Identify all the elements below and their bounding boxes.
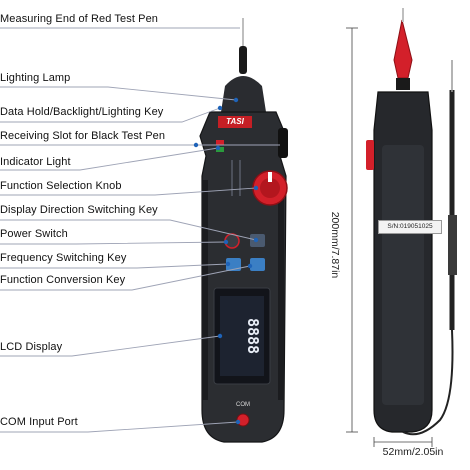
leader-data-hold <box>0 107 221 123</box>
label-com-port: COM Input Port <box>0 416 78 428</box>
leader-lines <box>0 27 280 433</box>
indicator-light-red <box>216 140 224 145</box>
dot-slot <box>193 142 199 148</box>
device-head <box>221 76 266 112</box>
red-probe-cap <box>393 19 413 79</box>
device-body <box>199 111 287 443</box>
leader-conversion <box>0 265 251 291</box>
indicator-light-green <box>216 147 224 152</box>
label-frequency-key: Frequency Switching Key <box>0 252 127 264</box>
label-data-hold: Data Hold/Backlight/Lighting Key <box>0 106 164 118</box>
lcd-screen <box>220 296 264 376</box>
function-conversion-button <box>250 258 265 271</box>
label-display-direction: Display Direction Switching Key <box>0 204 158 216</box>
label-lcd-display: LCD Display <box>0 341 63 353</box>
dot-power <box>223 239 229 245</box>
label-receiving-slot: Receiving Slot for Black Test Pen <box>0 130 166 142</box>
width-dimension-label: 52mm/2.05in <box>382 446 444 458</box>
label-indicator-light: Indicator Light <box>0 156 71 168</box>
label-function-knob: Function Selection Knob <box>0 180 122 192</box>
label-power-switch: Power Switch <box>0 228 68 240</box>
label-lighting-lamp: Lighting Lamp <box>0 72 71 84</box>
frequency-button <box>226 258 241 271</box>
height-dimension-label: 200mm/7.87in <box>329 211 341 279</box>
knob-center <box>260 178 280 198</box>
dot-frequency <box>225 261 231 267</box>
leader-lighting-lamp <box>0 86 237 101</box>
brand-logo: TASI <box>218 116 252 128</box>
dot-knob <box>253 185 259 191</box>
lcd-digits: 8888 <box>244 318 262 354</box>
serial-number: S/N:019051025 <box>378 220 442 234</box>
knob-pointer <box>268 172 272 182</box>
leader-frequency <box>0 263 229 269</box>
com-label: COM <box>236 402 250 408</box>
dot-display-direction <box>253 237 259 243</box>
leader-display-direction <box>0 219 257 241</box>
left-grip <box>202 180 208 400</box>
dot-indicator <box>215 145 221 151</box>
dot-data-hold <box>217 105 223 111</box>
black-pen-grip <box>448 215 457 275</box>
leader-indicator <box>0 147 219 171</box>
leader-knob <box>0 187 257 196</box>
com-port <box>236 413 250 427</box>
label-function-conversion: Function Conversion Key <box>0 274 126 286</box>
dot-com <box>235 419 241 425</box>
dot-lcd <box>217 333 223 339</box>
right-grip <box>278 180 284 400</box>
dot-conversion <box>247 263 253 269</box>
probe-neck <box>239 46 247 74</box>
leader-power <box>0 241 227 245</box>
side-panel <box>382 145 424 405</box>
leader-com <box>0 421 239 433</box>
side-probe-neck <box>396 78 410 90</box>
leader-lcd <box>0 335 221 357</box>
leader-dots <box>193 97 259 425</box>
black-pen-slot <box>278 128 288 158</box>
dot-lamp <box>233 97 239 103</box>
label-measuring-end: Measuring End of Red Test Pen <box>0 13 159 25</box>
test-lead-cable <box>402 329 454 436</box>
side-red-button <box>366 140 374 170</box>
